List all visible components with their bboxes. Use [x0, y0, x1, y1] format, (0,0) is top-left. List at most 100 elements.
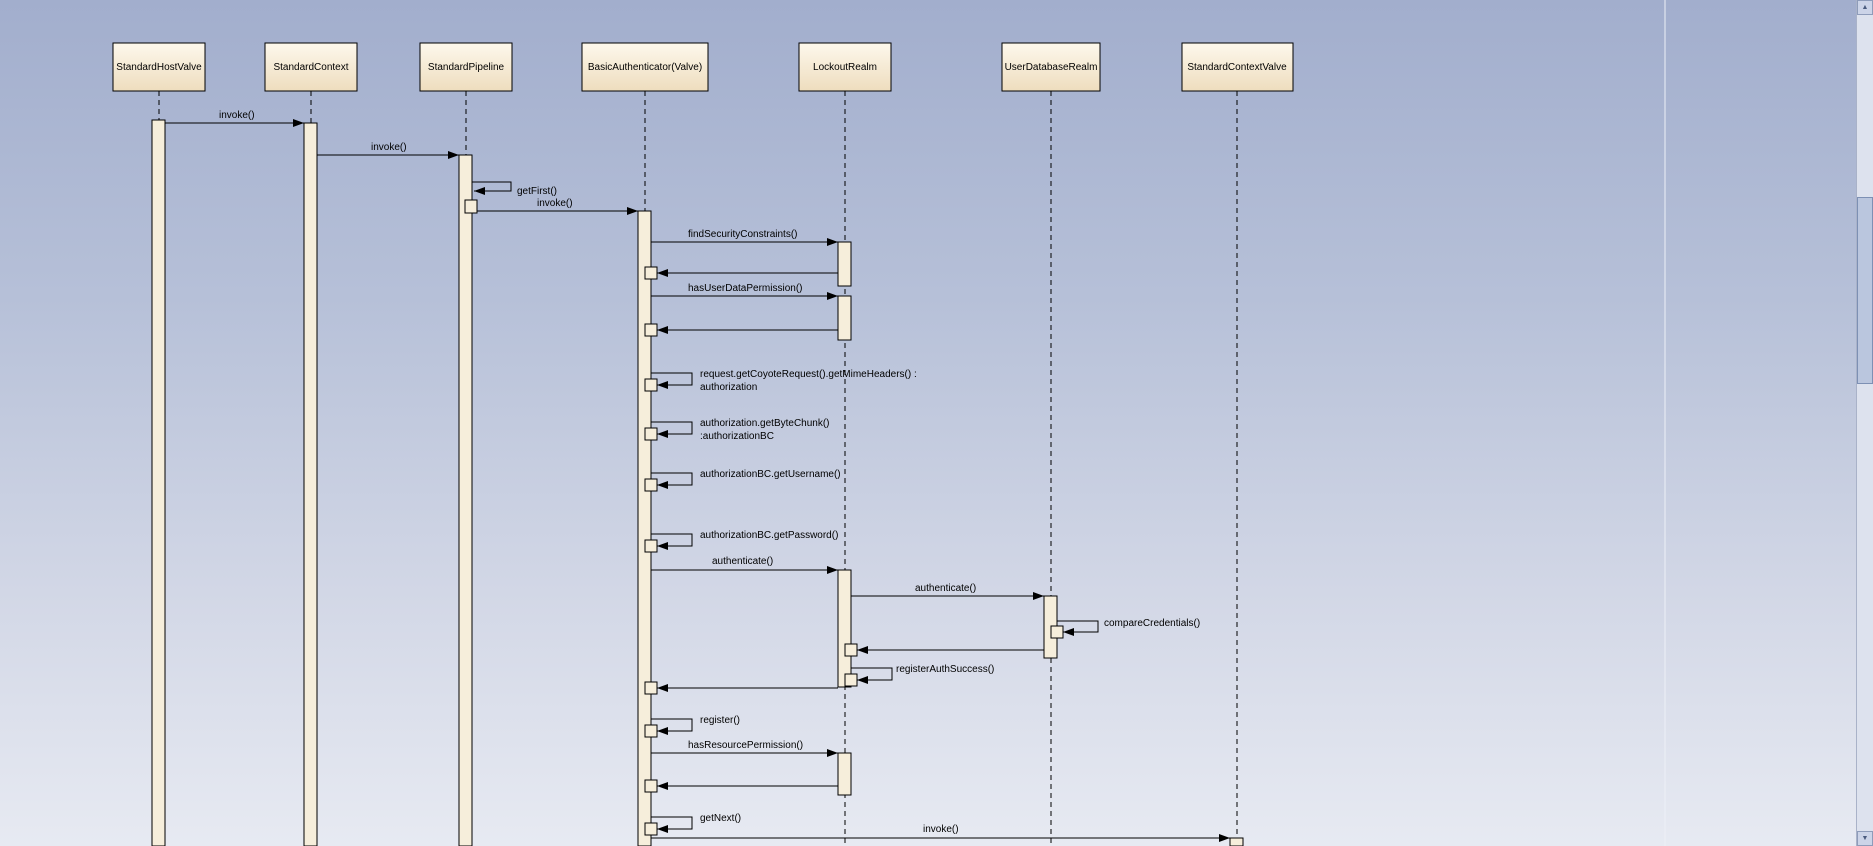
nested-activation-bar[interactable] — [644, 266, 658, 280]
arrowhead-icon — [657, 381, 668, 389]
message-label: invoke() — [537, 198, 573, 209]
message-label: authorizationBC.getUsername() — [700, 469, 841, 480]
message-label: request.getCoyoteRequest().getMimeHeader… — [700, 369, 917, 380]
nested-activation-bar[interactable] — [464, 199, 478, 214]
lifeline-head-standard-pipeline[interactable] — [419, 42, 513, 92]
lifeline-head-standard-host-valve[interactable] — [112, 42, 206, 92]
activation-bar[interactable] — [837, 295, 852, 341]
scroll-up-icon[interactable]: ▲ — [1857, 0, 1873, 15]
arrowhead-icon — [857, 676, 868, 684]
self-message-line[interactable] — [651, 718, 693, 732]
nested-activation-bar[interactable] — [644, 378, 658, 392]
lifeline-name: LockoutRealm — [813, 62, 877, 73]
nested-activation-bar[interactable] — [1050, 625, 1064, 639]
self-message-line[interactable] — [1057, 620, 1099, 633]
message-registerauthsuccess[interactable]: registerAuthSuccess() — [851, 664, 994, 684]
self-message-line[interactable] — [472, 181, 512, 192]
arrowhead-icon — [657, 684, 668, 692]
self-message-line[interactable] — [651, 472, 693, 486]
self-message-line[interactable] — [651, 816, 693, 830]
message-authorizationbc-getpassword[interactable]: authorizationBC.getPassword() — [651, 530, 838, 550]
message-authenticate[interactable]: authenticate() — [851, 583, 1044, 600]
arrowhead-icon — [827, 749, 838, 757]
arrowhead-icon — [448, 151, 459, 159]
lifeline-head-standard-context[interactable] — [264, 42, 358, 92]
message-label: registerAuthSuccess() — [896, 664, 994, 675]
arrowhead-icon — [474, 187, 485, 195]
message-authorizationbc-getusername[interactable]: authorizationBC.getUsername() — [651, 469, 841, 489]
arrowhead-icon — [657, 542, 668, 550]
arrowhead-icon — [1063, 628, 1074, 636]
activation-bar[interactable] — [151, 119, 166, 846]
message-comparecredentials[interactable]: compareCredentials() — [1057, 618, 1200, 636]
message-invoke[interactable]: invoke() — [651, 824, 1230, 842]
nested-activation-bar[interactable] — [644, 323, 658, 337]
self-message-line[interactable] — [651, 533, 693, 547]
message-getnext[interactable]: getNext() — [651, 813, 741, 833]
message-label: authorizationBC.getPassword() — [700, 530, 838, 541]
vertical-scrollbar[interactable]: ▲ ▼ — [1856, 0, 1873, 846]
activation-bar[interactable] — [1229, 837, 1244, 846]
activation-bar[interactable] — [637, 210, 652, 846]
message-getfirst[interactable]: getFirst() — [472, 181, 557, 197]
activation-bar[interactable] — [303, 122, 318, 846]
message-label: register() — [700, 715, 740, 726]
arrowhead-icon — [657, 727, 668, 735]
nested-activation-bar[interactable] — [644, 681, 658, 695]
lifeline-head-lockout-realm[interactable] — [798, 42, 892, 92]
activation-bar[interactable] — [837, 569, 852, 688]
lifeline-head-basic-authenticator-valve[interactable] — [581, 42, 709, 92]
lifeline-name: StandardContextValve — [1187, 62, 1287, 73]
message-invoke[interactable]: invoke() — [165, 110, 304, 127]
activation-bar[interactable] — [837, 752, 852, 796]
message-reply[interactable] — [657, 782, 838, 790]
message-reply[interactable] — [657, 684, 838, 692]
arrowhead-icon — [657, 326, 668, 334]
scroll-down-icon[interactable]: ▼ — [1857, 831, 1873, 846]
lifeline-name: StandardContext — [273, 62, 348, 73]
message-label: getFirst() — [517, 186, 557, 197]
message-label: authorization — [700, 382, 757, 393]
message-label: authorization.getByteChunk() — [700, 418, 830, 429]
message-findsecurityconstraints[interactable]: findSecurityConstraints() — [651, 229, 838, 246]
self-message-line[interactable] — [851, 667, 893, 681]
nested-activation-bar[interactable] — [644, 478, 658, 492]
nested-activation-bar[interactable] — [644, 822, 658, 836]
lifeline-head-user-database-realm[interactable] — [1001, 42, 1101, 92]
nested-activation-bar[interactable] — [844, 643, 858, 657]
message-authorization-getbytechunk[interactable]: authorization.getByteChunk():authorizati… — [651, 418, 830, 442]
lifeline-name: StandardHostValve — [116, 62, 202, 73]
message-hasuserdatapermission[interactable]: hasUserDataPermission() — [651, 283, 838, 300]
nested-activation-bar[interactable] — [644, 779, 658, 793]
message-reply[interactable] — [657, 269, 838, 277]
lifeline-name: BasicAuthenticator(Valve) — [588, 62, 702, 73]
message-label: authenticate() — [915, 583, 976, 594]
message-register[interactable]: register() — [651, 715, 740, 735]
arrowhead-icon — [827, 566, 838, 574]
message-hasresourcepermission[interactable]: hasResourcePermission() — [651, 740, 838, 757]
nested-activation-bar[interactable] — [644, 724, 658, 738]
message-label: hasResourcePermission() — [688, 740, 803, 751]
scrollbar-thumb[interactable] — [1857, 197, 1873, 384]
message-reply[interactable] — [857, 646, 1044, 654]
lifeline-name: UserDatabaseRealm — [1005, 62, 1098, 73]
message-invoke[interactable]: invoke() — [477, 198, 638, 215]
message-authenticate[interactable]: authenticate() — [651, 556, 838, 574]
message-reply[interactable] — [657, 326, 838, 334]
message-invoke[interactable]: invoke() — [317, 142, 459, 159]
nested-activation-bar[interactable] — [644, 539, 658, 553]
arrowhead-icon — [1219, 834, 1230, 842]
nested-activation-bar[interactable] — [644, 427, 658, 441]
activation-bar[interactable] — [458, 154, 473, 846]
arrowhead-icon — [827, 292, 838, 300]
activation-bar[interactable] — [837, 241, 852, 287]
lifeline-name: StandardPipeline — [428, 62, 505, 73]
message-label: compareCredentials() — [1104, 618, 1200, 629]
self-message-line[interactable] — [651, 421, 693, 435]
message-request-getcoyoterequest-getmimeheaders[interactable]: request.getCoyoteRequest().getMimeHeader… — [651, 369, 917, 393]
self-message-line[interactable] — [651, 372, 693, 386]
lifeline-head-standard-context-valve[interactable] — [1181, 42, 1294, 92]
message-label: hasUserDataPermission() — [688, 283, 802, 294]
nested-activation-bar[interactable] — [844, 673, 858, 687]
